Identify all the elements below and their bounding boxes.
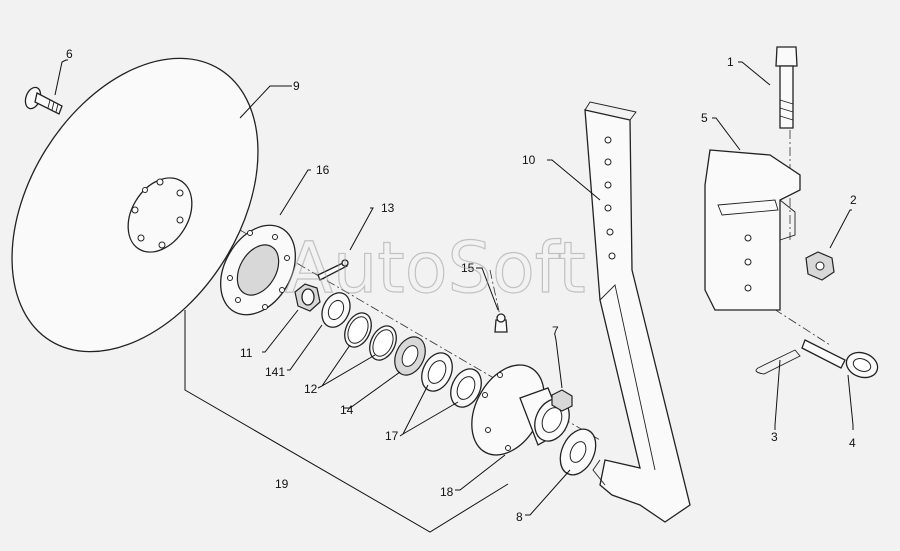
callout-19: 19 <box>275 477 289 491</box>
callout-141: 141 <box>265 365 285 379</box>
callout-labels: 6 9 16 13 15 10 1 5 2 7 11 141 12 14 17 … <box>66 47 857 524</box>
hub-nut <box>551 389 573 412</box>
watermark-text: AutoSoft <box>285 227 586 309</box>
callout-4: 4 <box>849 436 856 450</box>
callout-11: 11 <box>240 346 253 360</box>
callout-6: 6 <box>66 47 73 61</box>
spacer-washer <box>559 428 597 476</box>
callout-3: 3 <box>771 430 778 444</box>
callout-18: 18 <box>440 485 454 499</box>
callout-10: 10 <box>522 153 536 167</box>
washer-141 <box>321 292 351 328</box>
callout-13: 13 <box>381 201 395 215</box>
spring-clip <box>755 349 801 375</box>
leader-lines <box>54 59 854 533</box>
disc-arm <box>584 101 691 523</box>
flange-plate <box>220 224 296 316</box>
grease-nipple <box>494 313 508 333</box>
callout-16: 16 <box>316 163 330 177</box>
callout-15: 15 <box>461 261 475 275</box>
callout-17: 17 <box>385 429 399 443</box>
callout-12: 12 <box>304 382 318 396</box>
callout-2: 2 <box>850 193 857 207</box>
disc-blade <box>11 57 259 353</box>
mounting-bracket <box>704 149 801 311</box>
castle-nut <box>294 283 321 312</box>
lock-pin <box>801 339 879 379</box>
callout-9: 9 <box>293 79 300 93</box>
bracket-bolt <box>775 46 798 129</box>
callout-7: 7 <box>552 324 559 338</box>
snap-rings <box>344 312 397 361</box>
callout-8: 8 <box>516 510 523 524</box>
cotter-pin <box>317 259 349 281</box>
disc-bolt <box>24 86 63 115</box>
callout-5: 5 <box>701 111 708 125</box>
seal-rings <box>421 352 482 408</box>
callout-1: 1 <box>727 55 734 69</box>
callout-14: 14 <box>340 403 354 417</box>
bracket-nut <box>805 251 835 281</box>
bearing <box>394 336 426 376</box>
